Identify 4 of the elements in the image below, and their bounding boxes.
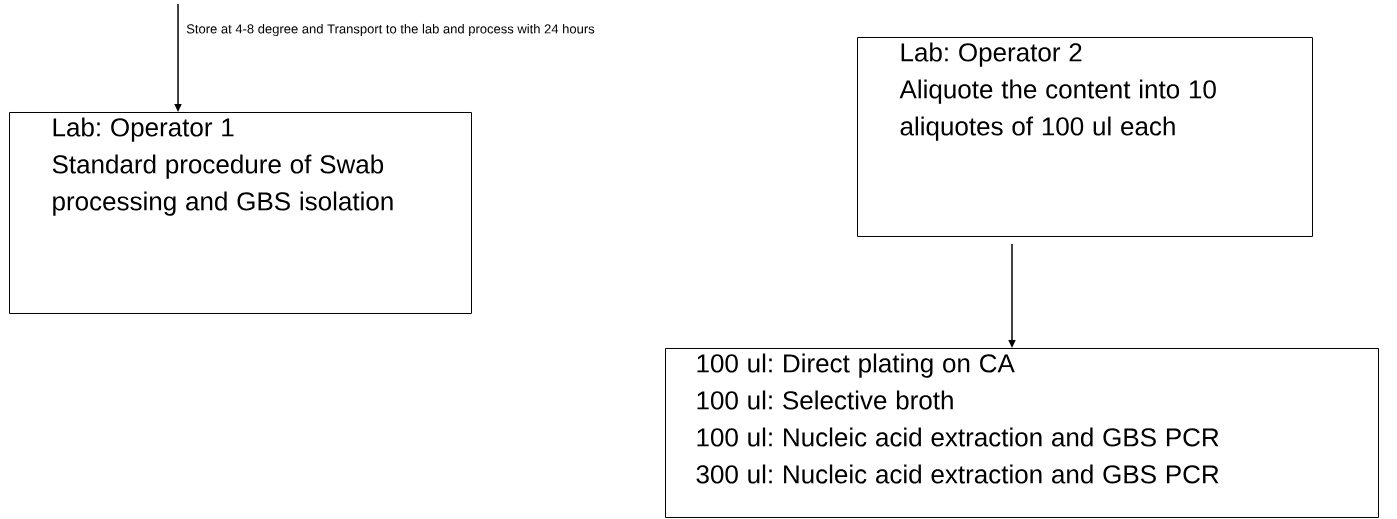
process-box: 100 ul: Direct plating on CA 100 ul: Selective broth 100 ul: Nucleic acid extraction and GBS PCR 300 ul: Nucleic acid extraction and GBS PCR: [665, 348, 1379, 518]
process-box: Lab: Operator 1 Standard procedure of Swab processing and GBS isolation: [9, 112, 472, 314]
process-box: Lab: Operator 2 Aliquote the content into 10 aliquotes of 100 ul each: [857, 37, 1313, 237]
note-text: Store at 4-8 degree and Transport to the lab and process with 24 hours: [186, 23, 595, 37]
